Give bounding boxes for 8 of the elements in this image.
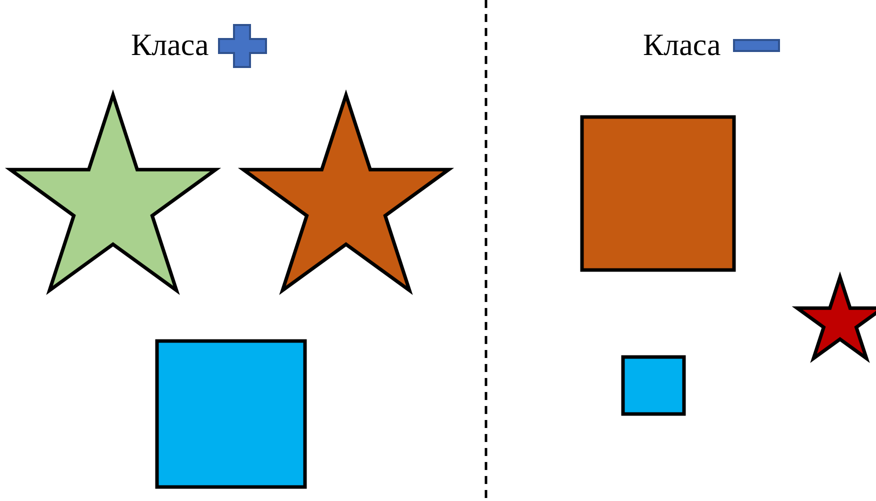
star-shape	[238, 89, 454, 295]
square-shape	[621, 355, 686, 416]
square-shape	[580, 115, 736, 272]
star-shape	[792, 271, 876, 363]
square-shape	[155, 339, 307, 489]
star-shape	[4, 89, 222, 295]
class-label: Класа	[643, 28, 721, 62]
class-label: Класа	[131, 28, 209, 62]
